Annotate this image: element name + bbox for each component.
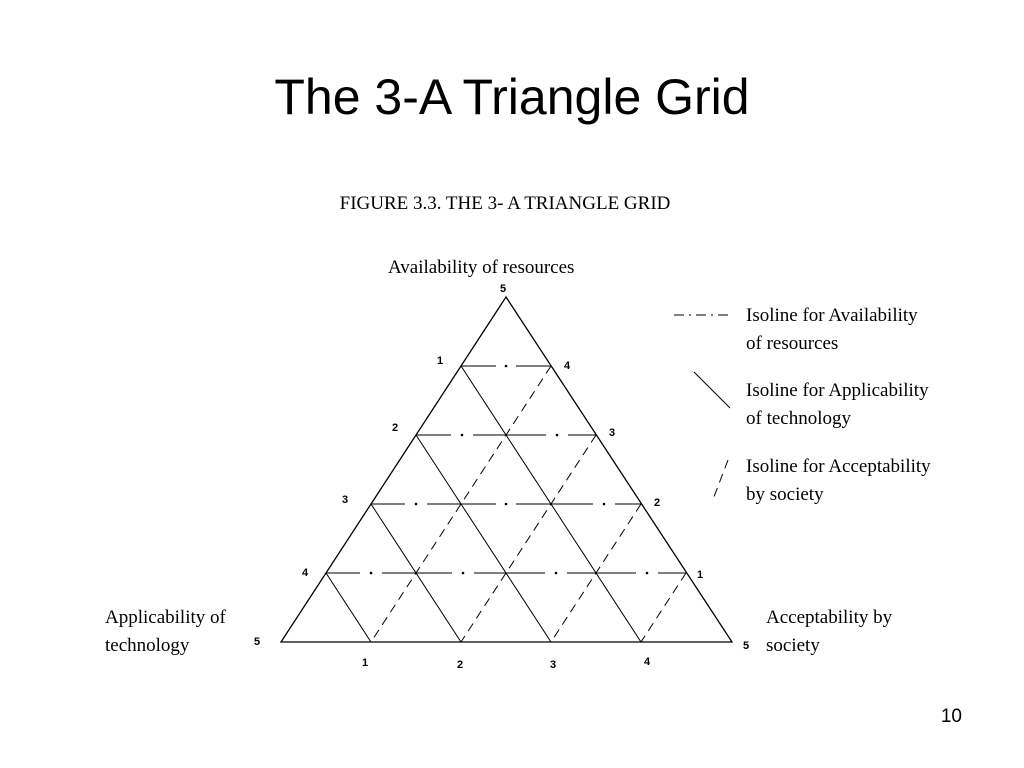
- acceptability-isoline-4: [640, 572, 687, 643]
- bottom-right-corner-number: 5: [743, 640, 749, 652]
- left-scale-number-2: 2: [392, 422, 398, 434]
- legend-availability: Isoline for Availability of resources: [746, 302, 986, 358]
- legend-availability-line1: Isoline for Availability: [746, 305, 918, 326]
- legend-acceptability-line2: by society: [746, 484, 824, 505]
- acceptability-isolines: [370, 365, 687, 643]
- figure-caption: FIGURE 3.3. THE 3- A TRIANGLE GRID: [339, 193, 671, 214]
- apex-number: 5: [500, 283, 506, 295]
- axis-label-availability: Availability of resources: [388, 257, 575, 278]
- outer-triangle: [279, 295, 734, 643]
- axis-label-acceptability-line2: society: [766, 635, 820, 656]
- right-scale-number-3: 3: [609, 427, 615, 439]
- legend-acceptability: Isoline for Acceptability by society: [746, 453, 986, 509]
- legend-dashed-sample: [711, 459, 729, 503]
- legend-applicability-line1: Isoline for Applicability: [746, 380, 929, 401]
- legend-applicability: Isoline for Applicability of technology: [746, 377, 986, 433]
- legend-applicability-line2: of technology: [746, 408, 852, 429]
- acceptability-isoline-1: [370, 365, 552, 643]
- axis-label-applicability-line1: Applicability of: [105, 607, 226, 628]
- axis-label-acceptability-line1: Acceptability by: [766, 607, 893, 628]
- axis-label-applicability: Applicability of technology: [105, 604, 226, 660]
- bottom-left-corner-number: 5: [254, 636, 260, 648]
- right-scale-number-2: 2: [654, 497, 660, 509]
- acceptability-isoline-2: [460, 434, 597, 643]
- right-scale-number-4: 4: [564, 360, 571, 372]
- left-scale-number-3: 3: [342, 494, 348, 506]
- bottom-scale-number-1: 1: [362, 657, 368, 669]
- legend-availability-line2: of resources: [746, 333, 839, 354]
- left-scale-number-1: 1: [437, 355, 443, 367]
- availability-isoline-dots: [369, 364, 649, 575]
- legend-acceptability-line1: Isoline for Acceptability: [746, 456, 931, 477]
- page-number: 10: [940, 706, 962, 727]
- left-scale-number-4: 4: [302, 567, 309, 579]
- applicability-isoline-4: [325, 572, 372, 643]
- applicability-isoline-2: [415, 434, 552, 643]
- bottom-scale-number-4: 4: [644, 656, 651, 668]
- acceptability-isoline-3: [550, 503, 642, 643]
- right-scale-number-1: 1: [697, 569, 703, 581]
- availability-isoline-gaps: [360, 362, 658, 577]
- slide-title: The 3-A Triangle Grid: [274, 69, 750, 125]
- availability-isolines: [326, 365, 686, 574]
- bottom-scale-number-2: 2: [457, 659, 463, 671]
- axis-label-acceptability: Acceptability by society: [766, 604, 892, 660]
- bottom-scale-number-3: 3: [550, 659, 556, 671]
- axis-label-applicability-line2: technology: [105, 635, 190, 656]
- legend-solid-sample: [693, 371, 731, 409]
